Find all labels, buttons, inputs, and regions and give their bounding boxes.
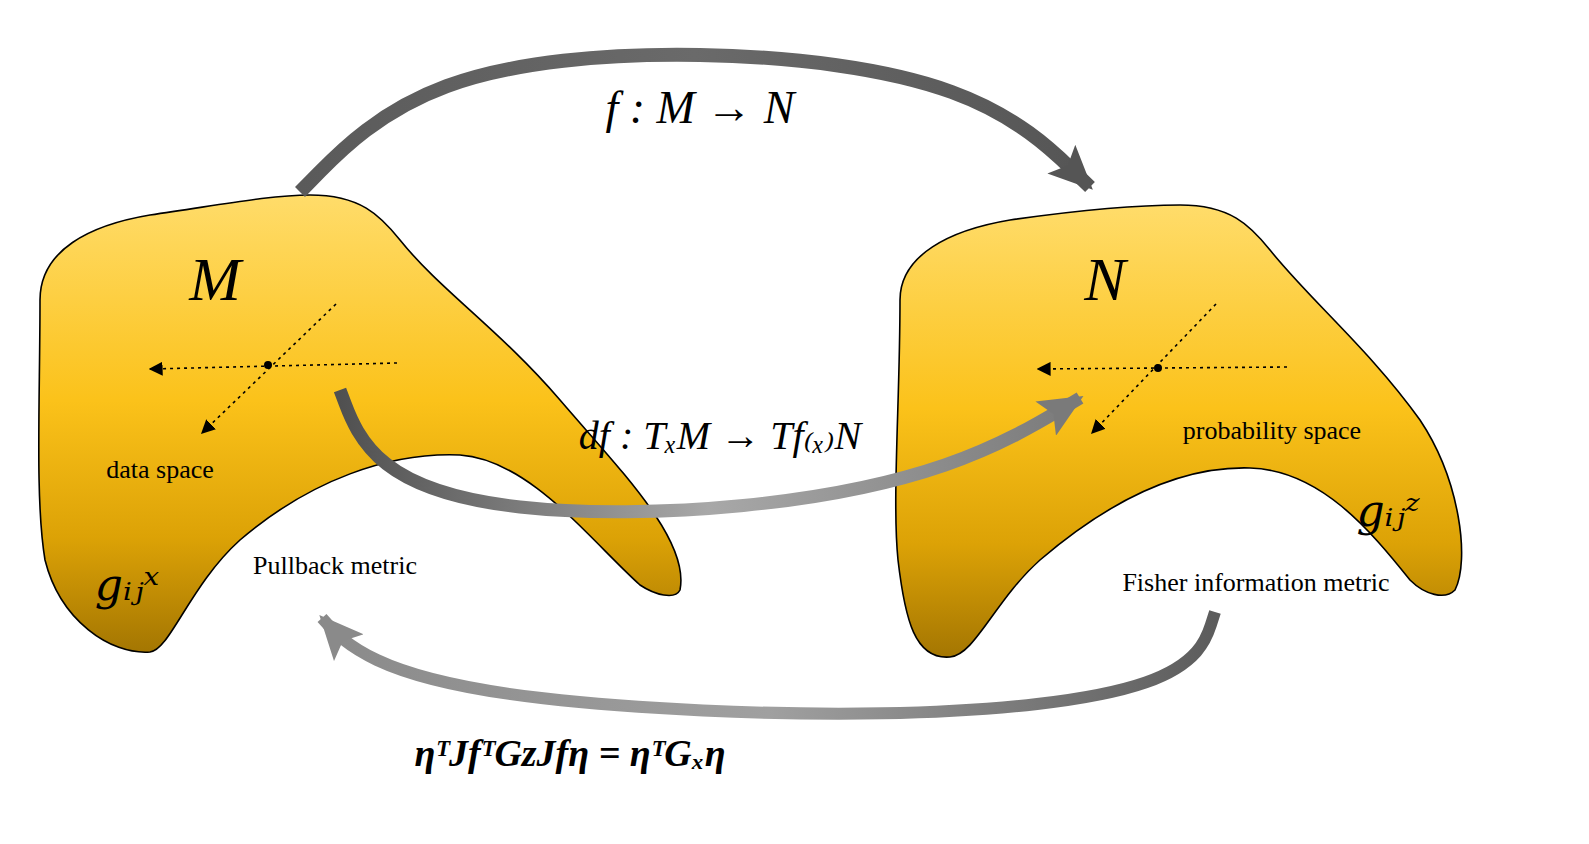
manifold-region: Nprobability space gᵢⱼᶻFisher information… (890, 195, 1470, 665)
metric-symbol: gᵢⱼˣ (95, 560, 159, 611)
metric-symbol: gᵢⱼᶻ (1356, 486, 1419, 537)
mapping-formula: ηᵀJfᵀGzJfη = ηᵀGₓη (414, 732, 725, 776)
mapping-formula: df : TₓM → Tf₍ₓ₎N (579, 413, 861, 459)
base-point (1154, 364, 1162, 372)
metric-label: Fisher information metric (1122, 568, 1389, 598)
manifold-shape (896, 205, 1462, 657)
manifold-symbol: M (189, 244, 241, 315)
space-label: data space (106, 455, 214, 485)
base-point (264, 361, 272, 369)
manifold-symbol: N (1084, 244, 1125, 315)
mapping-formula: f : M → N (605, 82, 794, 135)
metric-label: Pullback metric (253, 551, 417, 581)
mapping-arrow (300, 55, 1090, 192)
space-label: probability space (1183, 416, 1361, 446)
mapping-arrow (322, 612, 1215, 714)
